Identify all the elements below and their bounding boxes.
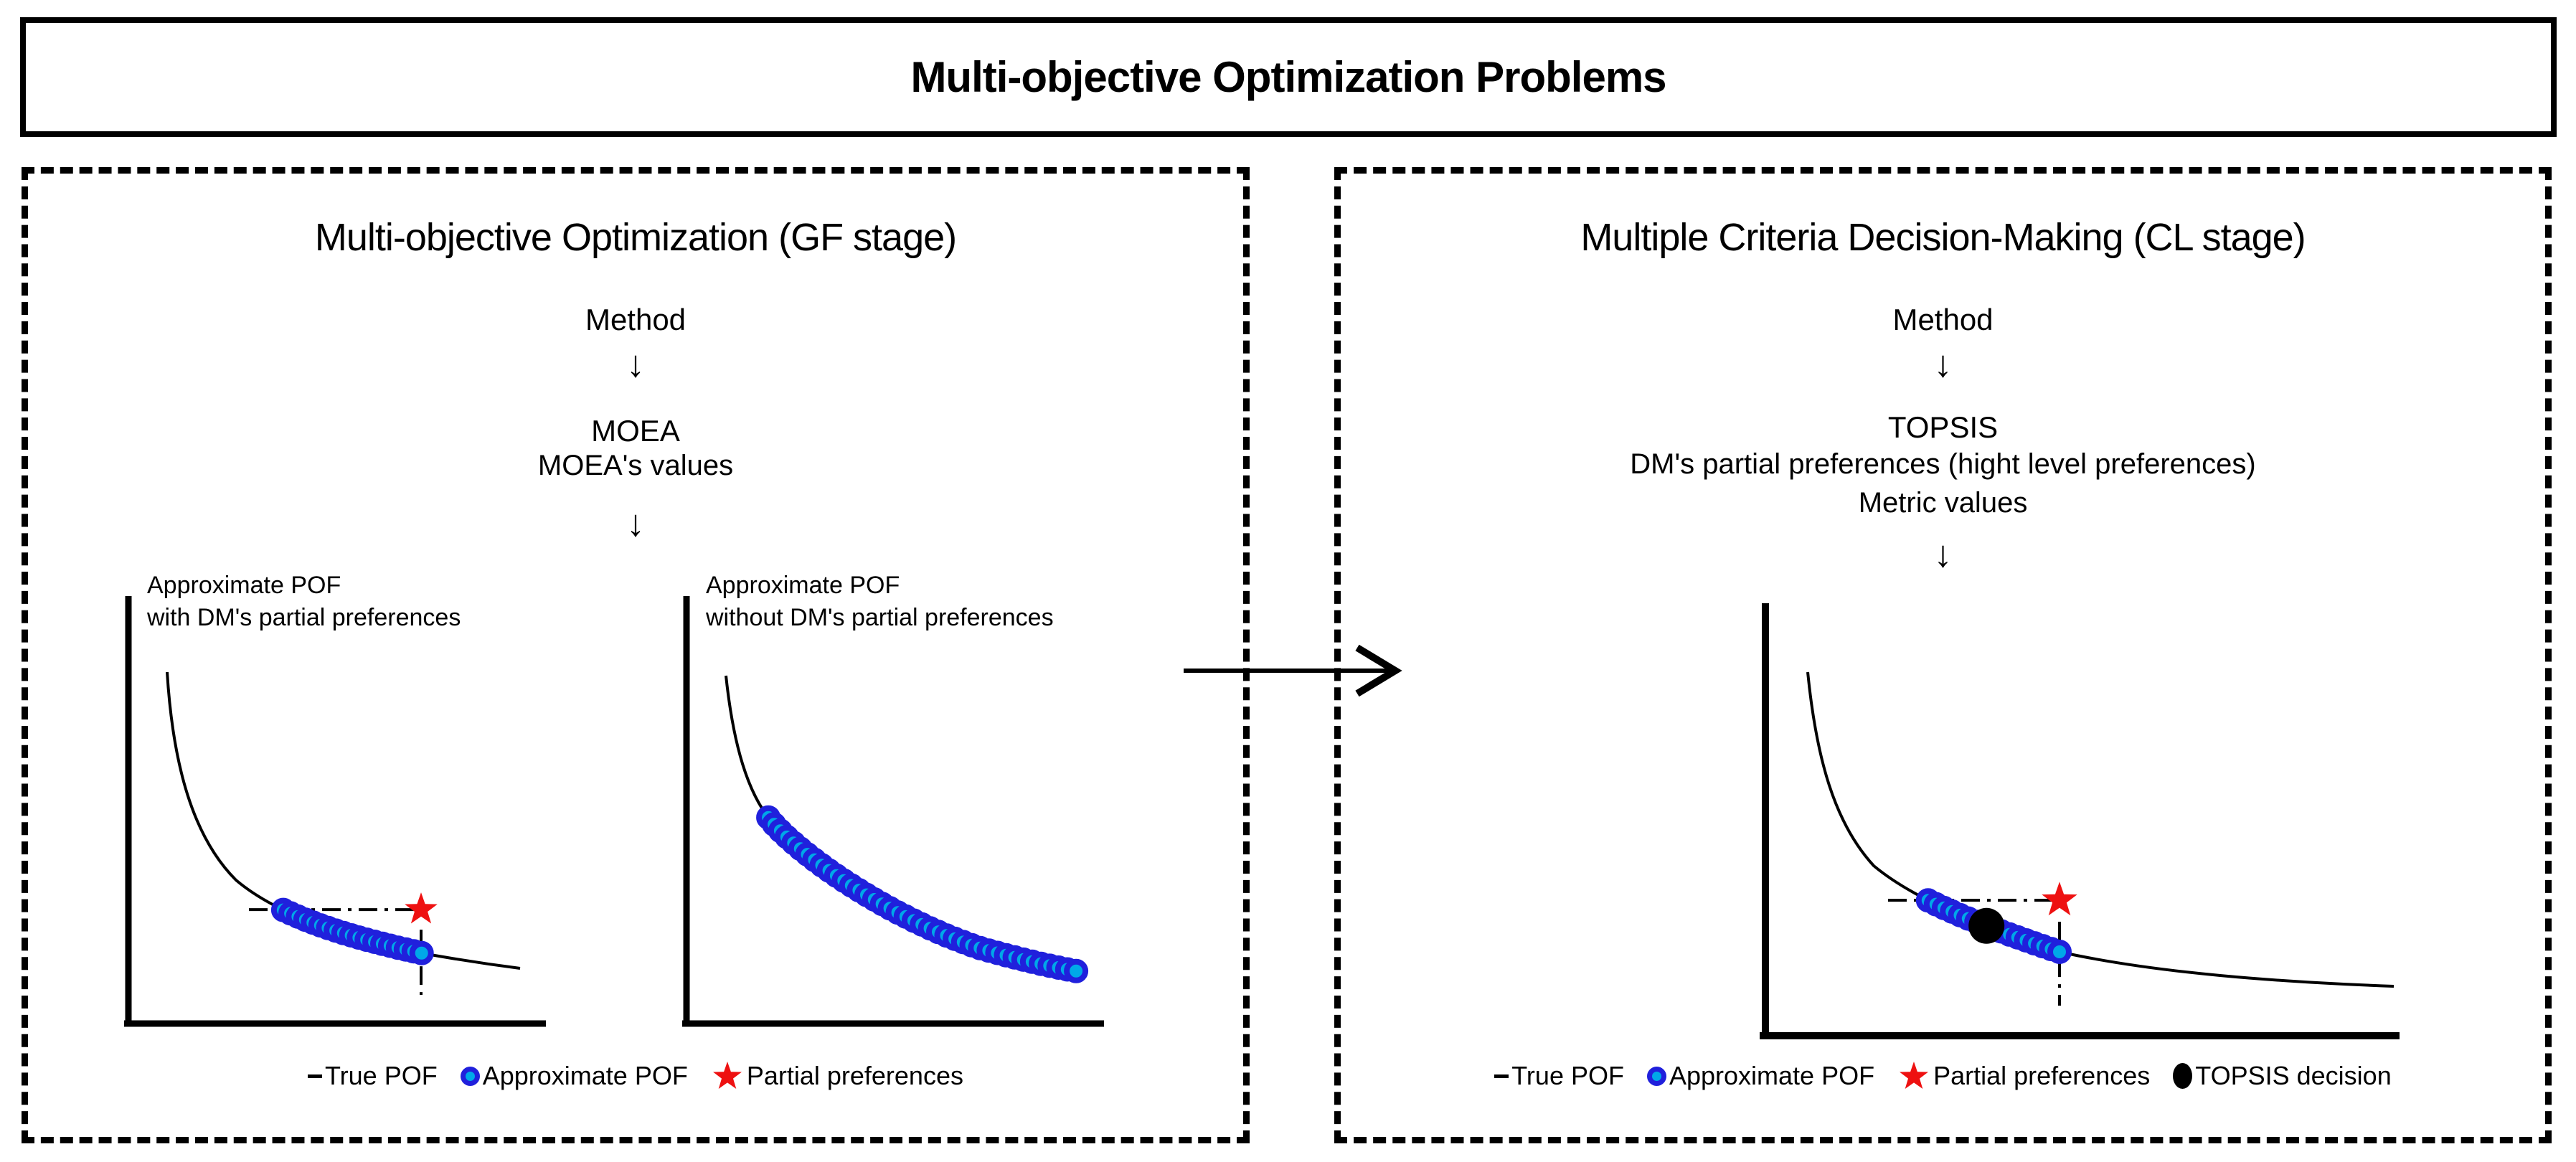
star-icon xyxy=(712,1062,742,1089)
legend-item-partial-preferences: Partial preferences xyxy=(1897,1059,2150,1092)
legend-label: Partial preferences xyxy=(1933,1061,2151,1090)
star-icon xyxy=(1900,1062,1929,1089)
plot-topsis-decision xyxy=(1760,603,2400,1039)
caption-line: Approximate POF xyxy=(147,572,341,599)
true-pof-line-icon xyxy=(1494,1074,1509,1078)
caption-line: Approximate POF xyxy=(706,572,900,599)
legend-item-true-pof: True POF xyxy=(308,1061,438,1091)
connector-arrowhead xyxy=(1355,644,1402,697)
legend-item-true-pof: True POF xyxy=(1494,1061,1624,1091)
down-arrow-icon: ↓ xyxy=(1933,344,1953,385)
legend-item-topsis-decision: TOPSIS decision xyxy=(2173,1061,2392,1091)
plot-approx-pof-with-prefs xyxy=(124,596,546,1027)
partial-preference-star xyxy=(405,892,438,924)
legend-label: Partial preferences xyxy=(746,1061,963,1090)
topsis-decision-icon xyxy=(2173,1063,2193,1089)
panel-gf-stage: Multi-objective Optimization (GF stage) … xyxy=(22,167,1250,1143)
partial-preference-star xyxy=(2042,882,2077,916)
down-arrow-icon: ↓ xyxy=(1933,534,1953,575)
stage-connector-arrow xyxy=(1184,644,1402,697)
true-pof-curve xyxy=(1806,671,2395,988)
legend-item-approximate-pof: Approximate POF xyxy=(1646,1061,1875,1091)
plot-approx-pof-without-prefs xyxy=(682,596,1104,1027)
star-shape xyxy=(1900,1062,1929,1089)
legend-label: TOPSIS decision xyxy=(2195,1061,2392,1090)
approximate-pof-dot-icon xyxy=(1646,1066,1666,1086)
true-pof-line-icon xyxy=(308,1074,323,1078)
method-output-label: MOEA's values xyxy=(537,450,734,481)
approximate-pof-dot-icon xyxy=(460,1066,480,1086)
panel-cl-stage: Multiple Criteria Decision-Making (CL st… xyxy=(1334,167,2552,1143)
legend-gf: True POF Approximate POF Partial preferenc… xyxy=(28,1059,1243,1092)
main-title: Multi-objective Optimization Problems xyxy=(910,53,1666,101)
method-label: Method xyxy=(585,303,687,336)
panel-title-gf: Multi-objective Optimization (GF stage) xyxy=(314,216,957,259)
legend-label: Approximate POF xyxy=(482,1061,688,1090)
approximate-pof-dot xyxy=(2047,940,2072,964)
plot-caption-with-prefs: Approximate POF with DM's partial prefer… xyxy=(147,570,461,634)
down-arrow-icon: ↓ xyxy=(626,503,645,544)
method-name-topsis: TOPSIS xyxy=(1887,410,1999,444)
caption-line: without DM's partial preferences xyxy=(706,603,1054,631)
down-arrow-icon: ↓ xyxy=(626,344,645,385)
legend-label: Approximate POF xyxy=(1669,1061,1875,1090)
dm-preferences-label: DM's partial preferences (hight level pr… xyxy=(1630,448,2256,480)
legend-label: True POF xyxy=(1511,1061,1624,1090)
method-name-moea: MOEA xyxy=(591,414,680,448)
legend-item-partial-preferences: Partial preferences xyxy=(711,1059,963,1092)
caption-line: with DM's partial preferences xyxy=(147,603,461,631)
star-shape xyxy=(712,1062,742,1089)
legend-cl: True POF Approximate POF Partial preferenc… xyxy=(1341,1059,2545,1092)
approximate-pof-dot xyxy=(409,940,434,965)
plot-caption-without-prefs: Approximate POF without DM's partial pre… xyxy=(706,570,1054,634)
metric-values-label: Metric values xyxy=(1858,487,2028,519)
legend-label: True POF xyxy=(325,1061,438,1090)
approximate-pof-dot xyxy=(1064,958,1089,983)
method-label: Method xyxy=(1892,303,1994,336)
main-title-box: Multi-objective Optimization Problems xyxy=(20,17,2557,137)
topsis-decision-dot xyxy=(1968,907,2005,944)
legend-item-approximate-pof: Approximate POF xyxy=(460,1061,688,1091)
panel-title-cl: Multiple Criteria Decision-Making (CL st… xyxy=(1580,216,2306,259)
